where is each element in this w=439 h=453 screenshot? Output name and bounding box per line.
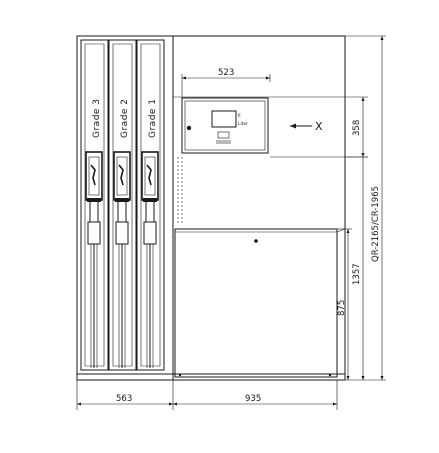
dim-cabinet-width-label: 935 [245, 394, 261, 404]
dim-total-height-label: QR-2165/CR-1965 [371, 186, 381, 262]
display-panel: € Liter [181, 97, 269, 154]
arrow-left-icon [290, 123, 296, 129]
nozzle-2 [113, 151, 131, 368]
grade-label-3: Grade 3 [92, 98, 102, 138]
display-screen [211, 110, 237, 128]
nozzle-column-3 [80, 39, 109, 371]
dim-body-height-label: 1357 [352, 263, 362, 285]
dim-total-height: QR-2165/CR-1965 [345, 35, 386, 381]
indicator-icon [186, 125, 192, 131]
cabinet-lock-icon [254, 239, 258, 243]
grade-label-2: Grade 2 [120, 98, 130, 138]
dim-display-height-label: 358 [352, 120, 362, 136]
dim-nozzle-width-label: 563 [116, 394, 132, 404]
x-marker-label: X [315, 120, 323, 133]
nozzle-1 [141, 151, 159, 368]
dim-cabinet-height: 875 [337, 228, 352, 380]
x-marker: X [290, 120, 323, 133]
nozzle-3 [85, 151, 103, 368]
dim-display-width: 523 [181, 68, 271, 97]
dispenser-outline [76, 35, 346, 381]
dim-bottom-widths: 563 935 [76, 380, 338, 410]
nozzle-column-1 [136, 39, 165, 371]
dim-body-height: 1357 [345, 156, 368, 380]
nozzle-column-2 [108, 39, 137, 371]
display-unit: Liter [238, 121, 248, 127]
keypad-icon [217, 131, 230, 139]
dim-display-width-label: 523 [218, 68, 234, 78]
dim-cabinet-height-label: 875 [337, 300, 347, 316]
display-currency: € [238, 113, 241, 119]
grade-label-1: Grade 1 [148, 98, 158, 138]
